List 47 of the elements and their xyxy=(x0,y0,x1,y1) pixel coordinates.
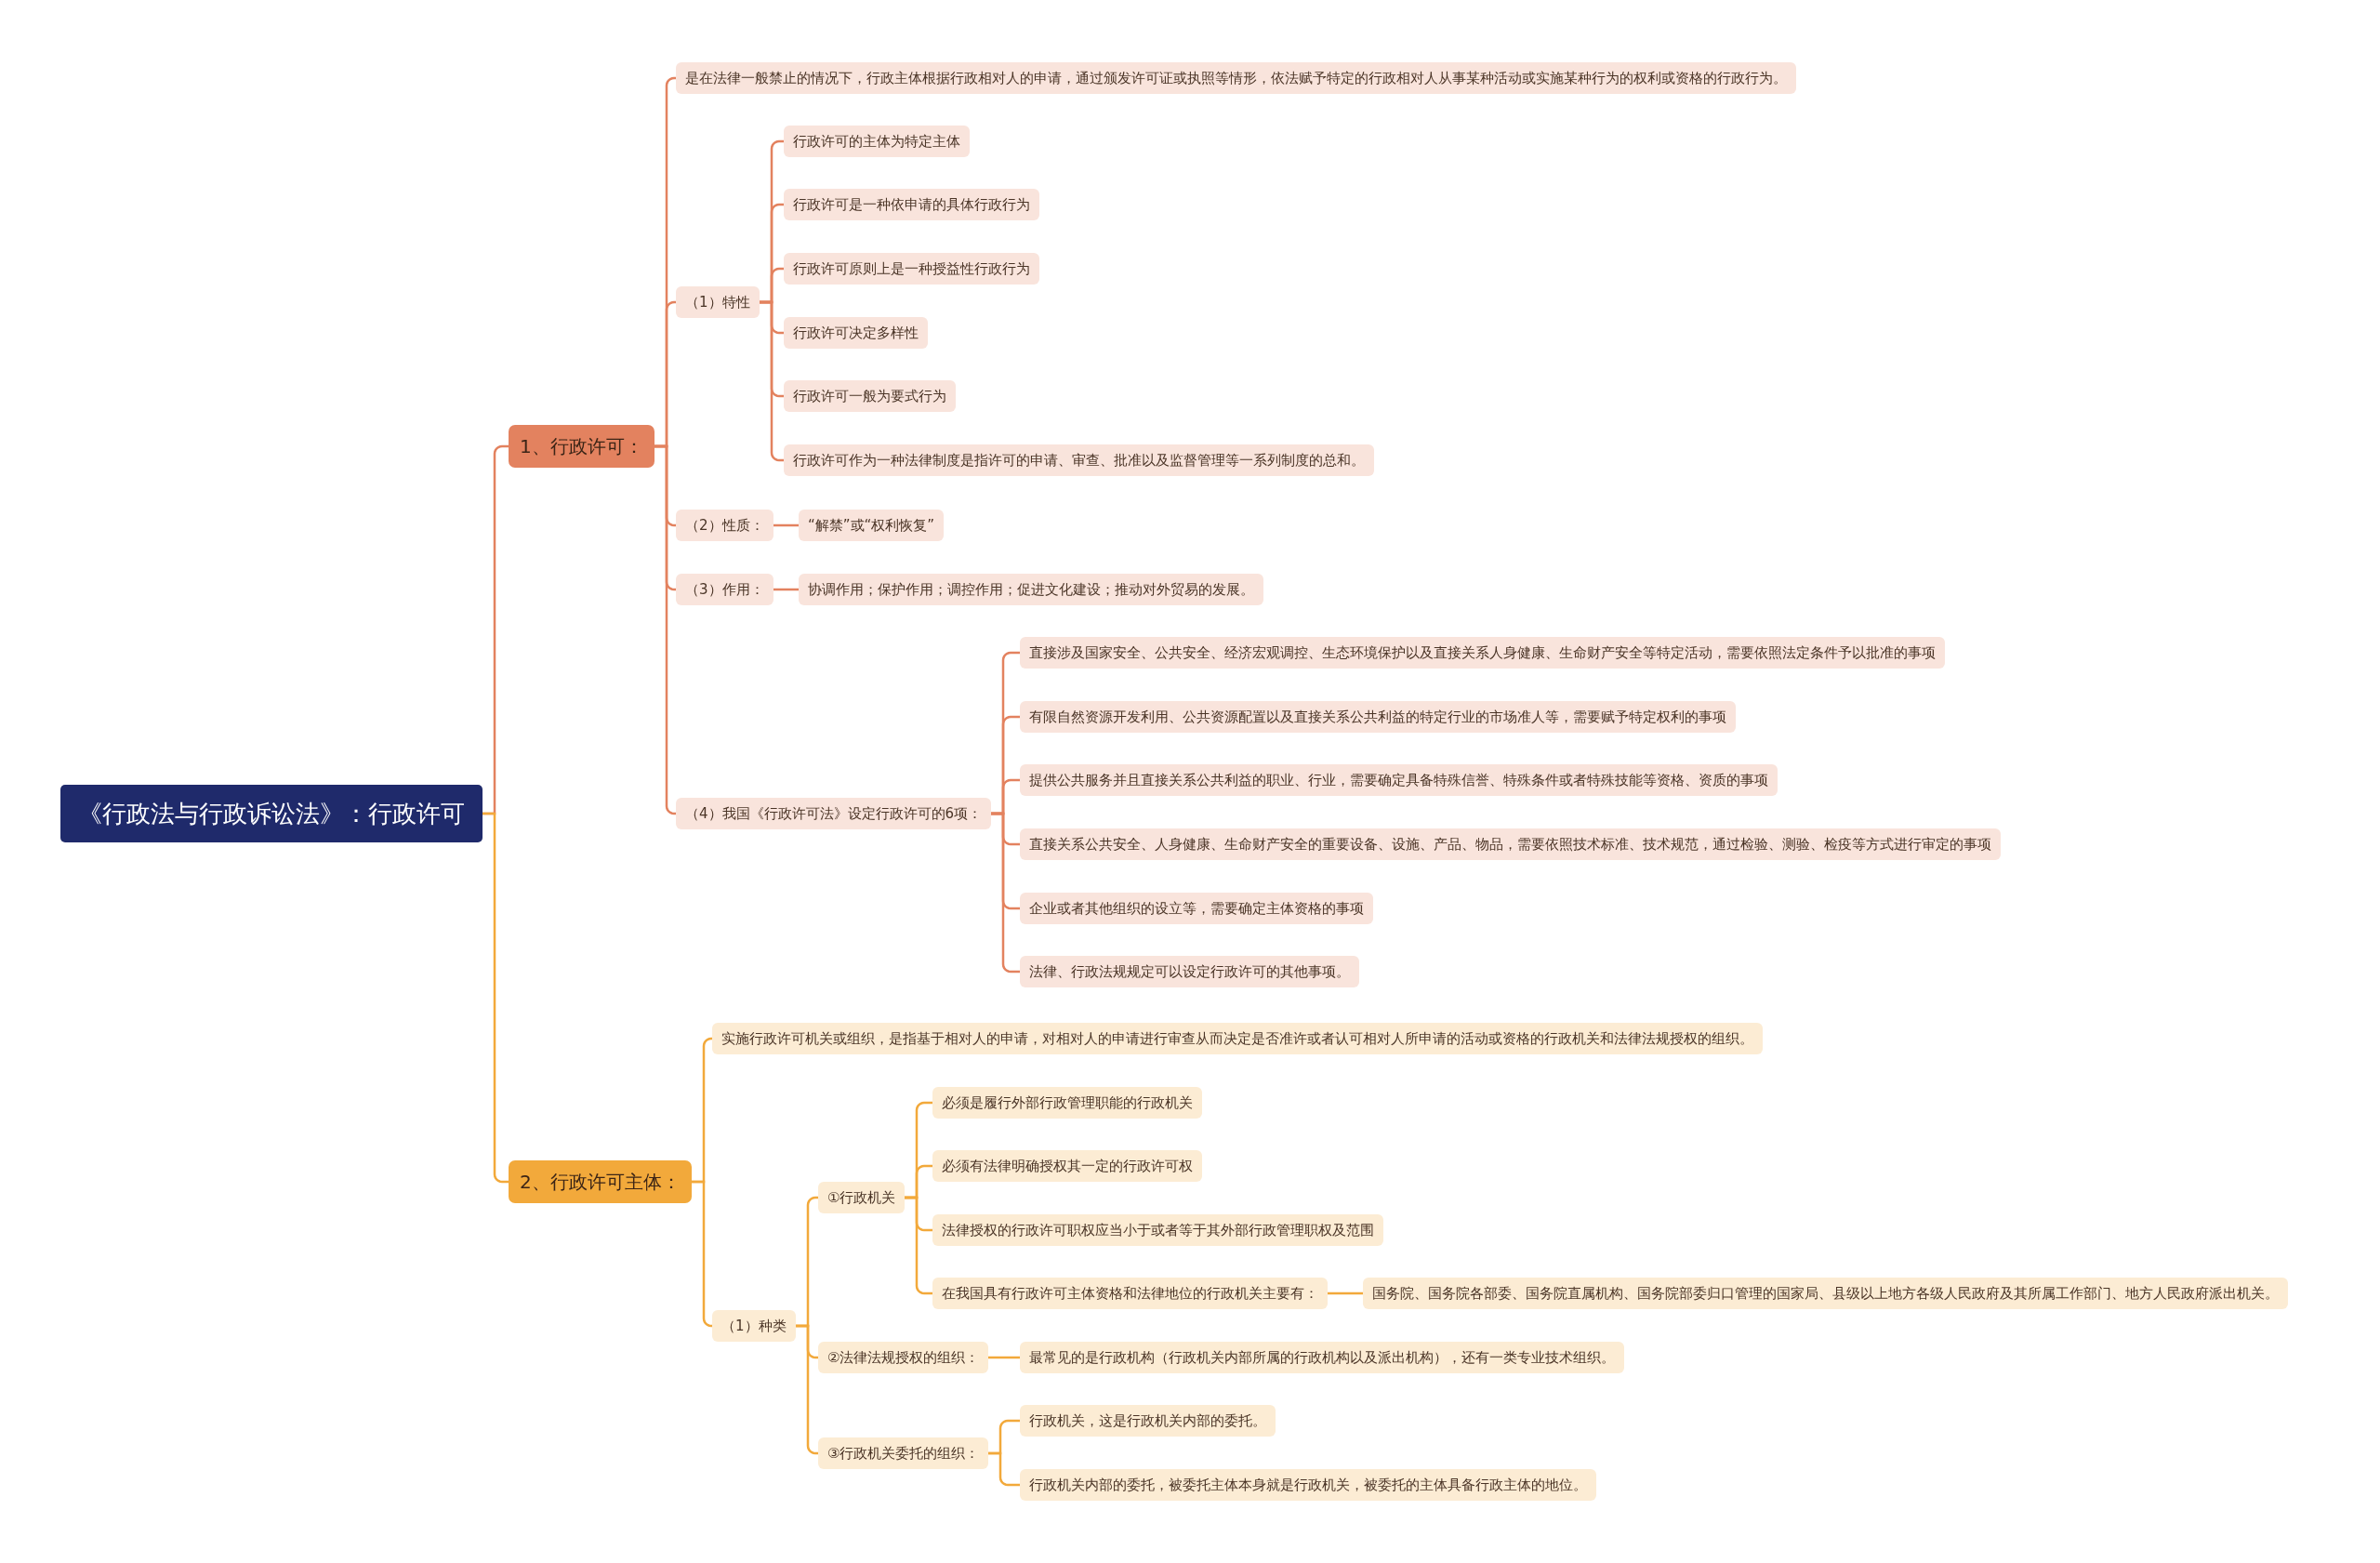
subtopic: 行政许可原则上是一种授益性行政行为 xyxy=(784,253,1039,285)
subtopic: 必须是履行外部行政管理职能的行政机关 xyxy=(932,1087,1202,1119)
subtopic: 行政许可一般为要式行为 xyxy=(784,380,956,412)
connector-line xyxy=(1328,1291,1363,1295)
root-topic: 《行政法与行政诉讼法》：行政许可 xyxy=(60,785,483,842)
connector-line xyxy=(760,300,784,462)
subtopic: （3）作用： xyxy=(676,574,774,605)
subtopic: 法律、行政法规规定可以设定行政许可的其他事项。 xyxy=(1020,956,1359,987)
subtopic: （1）特性 xyxy=(676,286,760,318)
connector-line xyxy=(654,444,677,815)
connector-line xyxy=(988,1451,1020,1487)
subtopic: 提供公共服务并且直接关系公共利益的职业、行业，需要确定具备特殊信誉、特殊条件或者特殊技能等资格、资质的事项 xyxy=(1020,764,1778,796)
connector-line xyxy=(692,1180,713,1328)
subtopic: 在我国具有行政许可主体资格和法律地位的行政机关主要有： xyxy=(932,1278,1328,1309)
subtopic: ③行政机关委托的组织： xyxy=(818,1437,989,1469)
subtopic: 行政机关，这是行政机关内部的委托。 xyxy=(1020,1405,1276,1437)
subtopic: 直接涉及国家安全、公共安全、经济宏观调控、生态环境保护以及直接关系人身健康、生命财产安全等特定活动，需要依照法定条件予以批准的事项 xyxy=(1020,637,1945,669)
subtopic: 行政许可决定多样性 xyxy=(784,317,928,349)
subtopic: 有限自然资源开发利用、公共资源配置以及直接关系公共利益的特定行业的市场准人等，需要赋予特定权利的事项 xyxy=(1020,701,1736,733)
subtopic: 法律授权的行政许可职权应当小于或者等于其外部行政管理职权及范围 xyxy=(932,1214,1383,1246)
subtopic: 行政许可的主体为特定主体 xyxy=(784,126,970,157)
subtopic: ②法律法规授权的组织： xyxy=(818,1342,989,1373)
connector-line xyxy=(796,1324,818,1455)
subtopic: “解禁”或“权利恢复” xyxy=(799,510,945,541)
connector-line xyxy=(774,588,799,591)
connector-line xyxy=(774,523,799,527)
subtopic: 最常见的是行政机构（行政机关内部所属的行政机构以及派出机构），还有一类专业技术组织。 xyxy=(1020,1342,1624,1373)
subtopic: 协调作用；保护作用；调控作用；促进文化建设；推动对外贸易的发展。 xyxy=(799,574,1263,605)
connector-line xyxy=(991,812,1020,974)
subtopic: 国务院、国务院各部委、国务院直属机构、国务院部委归口管理的国家局、县级以上地方各级人民政府及其所属工作部门、地方人民政府派出机关。 xyxy=(1363,1278,2288,1309)
subtopic: ①行政机关 xyxy=(818,1182,906,1213)
subtopic: 实施行政许可机关或组织，是指基于相对人的申请，对相对人的申请进行审查从而决定是否准许或者认可相对人所申请的活动或资格的行政机关和法律法规授权的组织。 xyxy=(712,1023,1763,1054)
branch-topic: 2、行政许可主体： xyxy=(509,1160,692,1203)
connector-line xyxy=(905,1196,932,1295)
subtopic: 企业或者其他组织的设立等，需要确定主体资格的事项 xyxy=(1020,893,1373,924)
connector-line xyxy=(988,1356,1020,1359)
subtopic: 行政许可作为一种法律制度是指许可的申请、审查、批准以及监督管理等一系列制度的总和。 xyxy=(784,444,1374,476)
subtopic: 是在法律一般禁止的情况下，行政主体根据行政相对人的申请，通过颁发许可证或执照等情形，依法赋予特定的行政相对人从事某种活动或实施某种行为的权利或资格的行政行为。 xyxy=(676,62,1796,94)
subtopic: （2）性质： xyxy=(676,510,774,541)
subtopic: 必须有法律明确授权其一定的行政许可权 xyxy=(932,1150,1202,1182)
subtopic: 行政机关内部的委托，被委托主体本身就是行政机关，被委托的主体具备行政主体的地位。 xyxy=(1020,1469,1596,1501)
subtopic: 行政许可是一种依申请的具体行政行为 xyxy=(784,189,1039,220)
branch-topic: 1、行政许可： xyxy=(509,425,654,468)
subtopic: （4）我国《行政许可法》设定行政许可的6项： xyxy=(676,798,992,829)
connector-line xyxy=(483,812,509,1184)
subtopic: （1）种类 xyxy=(712,1310,796,1342)
subtopic: 直接关系公共安全、人身健康、生命财产安全的重要设备、设施、产品、物品，需要依照技术标准、技术规范，通过检验、测验、检疫等方式进行审定的事项 xyxy=(1020,828,2001,860)
